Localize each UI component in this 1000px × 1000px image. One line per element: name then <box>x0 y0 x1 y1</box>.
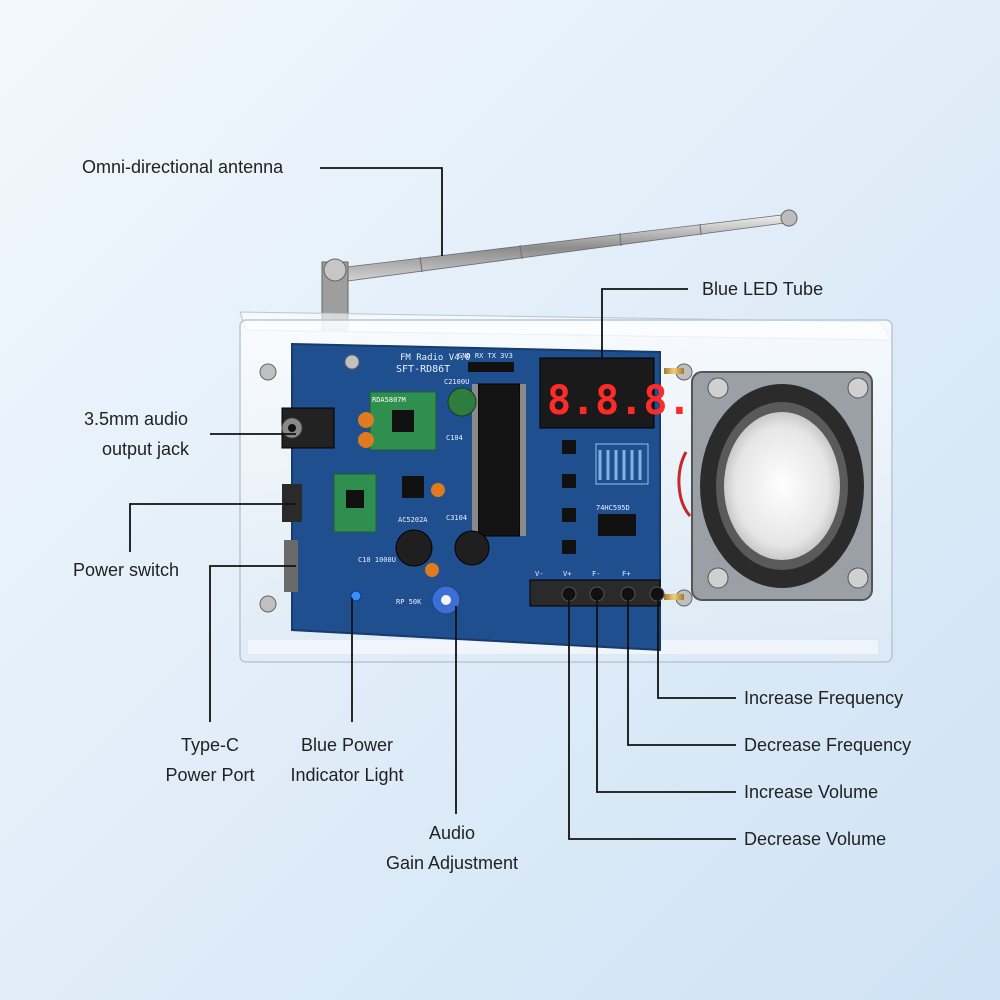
label-power-switch: Power switch <box>73 560 180 580</box>
board-model: SFT-RD86T <box>396 364 450 375</box>
pcb-board: FM Radio V4.0 SFT-RD86T GND RX TX 3V3 8.… <box>259 342 740 652</box>
label-audio-jack-line2: output jack <box>102 439 190 459</box>
decrease-volume-leader <box>568 596 736 840</box>
label-indicator-line1: Blue Power <box>300 735 394 755</box>
amp-label: AC5202A <box>398 516 428 524</box>
pot-label: RP 50K <box>396 598 422 606</box>
label-led-tube: Blue LED Tube <box>702 279 824 299</box>
cap-label-1: C2100U <box>444 378 469 386</box>
button-silkscreen-label: V+ <box>563 570 571 578</box>
board-title: FM Radio V4.0 <box>400 353 470 363</box>
header-pin-labels: GND RX TX 3V3 <box>458 352 513 360</box>
cap-label-2: C104 <box>446 434 463 442</box>
increase-frequency-leader <box>657 596 736 699</box>
label-audio-jack-line1: 3.5mm audio <box>84 409 189 429</box>
label-type-c-line2: Power Port <box>165 765 255 785</box>
decrease-frequency-leader <box>627 596 736 746</box>
label-gain: Audio Gain Adjustment <box>372 818 532 878</box>
label-gain-line1: Audio <box>428 823 476 843</box>
cap-label-3: C3104 <box>446 514 467 522</box>
increase-volume-leader <box>596 596 736 793</box>
led-leader <box>601 288 688 360</box>
label-increase-volume: Increase Volume <box>744 782 879 802</box>
speaker <box>677 371 873 601</box>
label-audio-jack: 3.5mm audio output jack <box>84 404 189 464</box>
label-gain-line2: Gain Adjustment <box>385 853 519 873</box>
label-type-c-line1: Type-C <box>180 735 240 755</box>
label-decrease-frequency: Decrease Frequency <box>744 735 912 755</box>
button-silkscreen-label: F- <box>592 570 600 578</box>
label-decrease-volume: Decrease Volume <box>744 829 887 849</box>
label-indicator-line2: Indicator Light <box>290 765 404 785</box>
fm-chip-label: RDA5807M <box>372 396 406 404</box>
label-type-c: Type-C Power Port <box>152 730 268 790</box>
power-switch-leader <box>129 503 296 552</box>
antenna <box>321 209 798 331</box>
label-indicator: Blue Power Indicator Light <box>280 730 414 790</box>
label-antenna: Omni-directional antenna <box>82 157 284 177</box>
main-cap-label: C10 1000U <box>358 556 396 564</box>
label-increase-frequency: Increase Frequency <box>744 688 904 708</box>
shift-register-label: 74HC595D <box>596 504 630 512</box>
callout-lines <box>129 167 736 840</box>
type-c-leader <box>209 565 296 722</box>
button-silkscreen-label: F+ <box>622 570 630 578</box>
antenna-leader <box>320 167 443 256</box>
button-silkscreen-label: V- <box>535 570 543 578</box>
